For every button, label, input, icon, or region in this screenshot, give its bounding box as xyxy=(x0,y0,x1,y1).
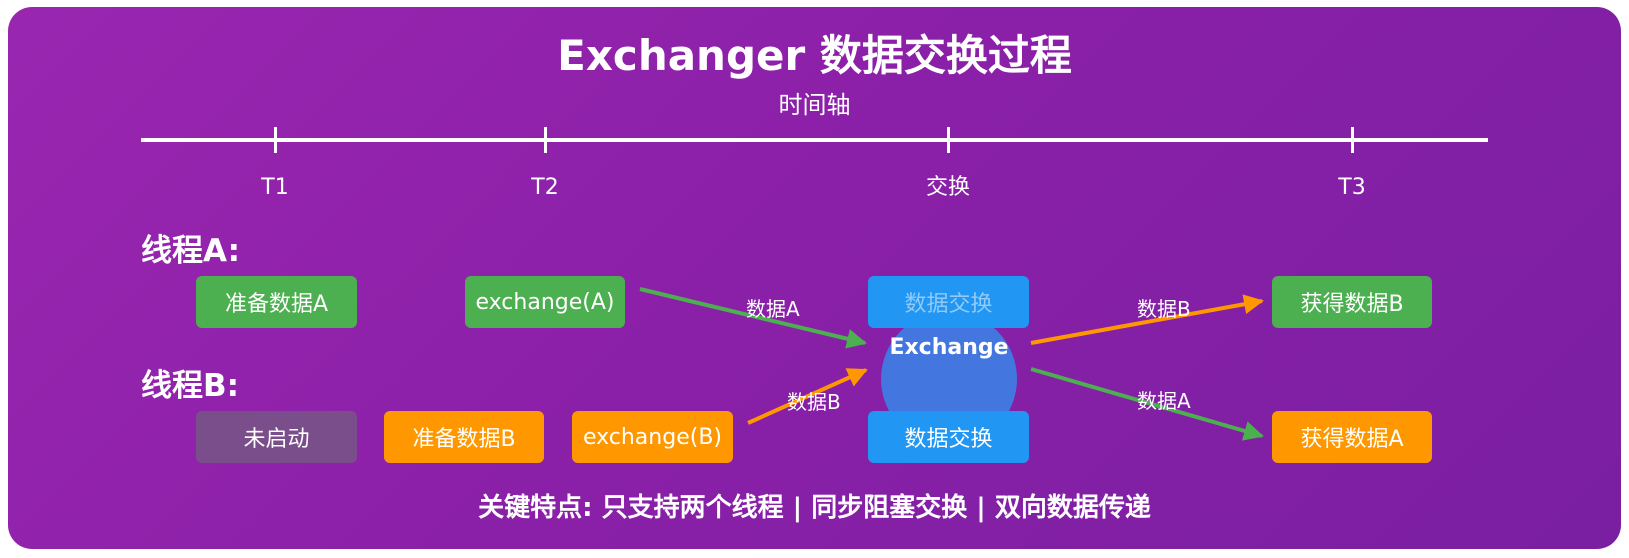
timeline-tick-t2 xyxy=(544,127,547,153)
arrow-label-a-out: 数据A xyxy=(1137,389,1191,413)
arrow-label-a-in: 数据A xyxy=(746,297,800,321)
timeline-tick-t1 xyxy=(274,127,277,153)
diagram-title: Exchanger 数据交换过程 xyxy=(557,31,1072,80)
timeline-caption: 时间轴 xyxy=(778,91,851,119)
timeline-label-t2: T2 xyxy=(531,175,559,200)
arrow-b-to-exchange xyxy=(747,368,868,425)
thread-b-label: 线程B: xyxy=(141,368,240,404)
thread-b-swap-step: 数据交换 xyxy=(868,411,1029,463)
thread-a-result-step: 获得数据B xyxy=(1272,276,1432,328)
arrow-label-b-out: 数据B xyxy=(1137,297,1191,321)
timeline-label-t3: T3 xyxy=(1338,175,1366,200)
arrow-label-b-in: 数据B xyxy=(787,390,841,414)
thread-a-exchange-step: exchange(A) xyxy=(465,276,625,328)
timeline-tick-exchange xyxy=(947,127,950,153)
timeline-label-exchange: 交换 xyxy=(925,175,970,200)
timeline-label-t1: T1 xyxy=(261,175,289,200)
thread-b-not-started-step: 未启动 xyxy=(196,411,357,463)
exchange-node-label: Exchange xyxy=(889,335,1009,360)
thread-b-prepare-step: 准备数据B xyxy=(384,411,544,463)
timeline-tick-t3 xyxy=(1351,127,1354,153)
timeline-axis xyxy=(141,138,1488,142)
thread-b-exchange-step: exchange(B) xyxy=(572,411,733,463)
thread-a-prepare-step: 准备数据A xyxy=(196,276,357,328)
key-features-footer: 关键特点: 只支持两个线程 | 同步阻塞交换 | 双向数据传递 xyxy=(478,493,1151,523)
arrow-a-to-exchange xyxy=(639,287,867,349)
thread-a-swap-step: 数据交换 xyxy=(868,276,1029,328)
thread-a-label: 线程A: xyxy=(141,233,240,269)
thread-b-result-step: 获得数据A xyxy=(1272,411,1432,463)
arrow-exchange-to-b-result xyxy=(1030,367,1264,441)
arrow-exchange-to-a-result xyxy=(1030,294,1264,345)
